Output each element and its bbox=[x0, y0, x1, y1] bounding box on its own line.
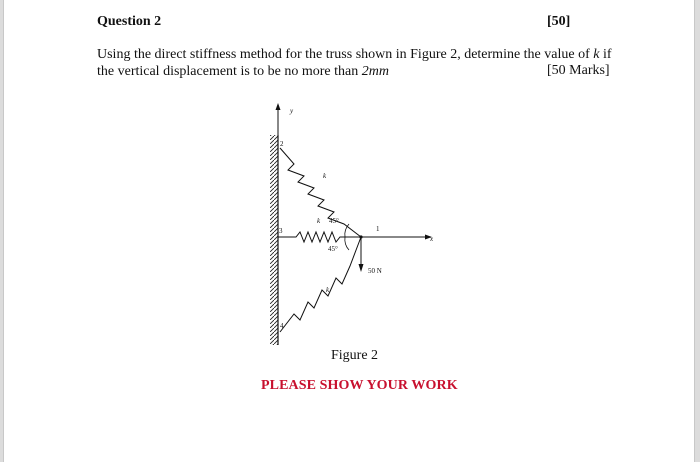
question-body: Using the direct stiffness method for th… bbox=[97, 46, 617, 80]
lower-spring bbox=[279, 236, 362, 333]
question-total-marks: [50] bbox=[547, 14, 571, 29]
y-axis-label: y bbox=[289, 107, 294, 115]
question-line-1: Using the direct stiffness method for th… bbox=[97, 46, 617, 63]
question-line-2: the vertical displacement is to be no mo… bbox=[97, 63, 617, 80]
question-title: Question 2 bbox=[97, 14, 162, 29]
angle-upper-arc bbox=[344, 223, 350, 238]
angle-upper-label: 45° bbox=[329, 217, 339, 225]
question-marks-inline: [50 Marks] bbox=[547, 63, 610, 78]
node-3-label: 3 bbox=[279, 227, 283, 235]
angle-lower-arc bbox=[344, 236, 350, 251]
angle-lower-label: 45° bbox=[328, 245, 338, 253]
x-axis-arrow bbox=[425, 234, 432, 240]
node-2-label: 2 bbox=[280, 140, 284, 148]
node-4-label: 4 bbox=[280, 322, 284, 330]
y-axis-arrow bbox=[275, 103, 281, 110]
variable-k: k bbox=[593, 47, 600, 62]
load-arrow-head bbox=[358, 264, 364, 272]
x-axis-label: x bbox=[429, 235, 434, 243]
show-work-note: PLEASE SHOW YOUR WORK bbox=[261, 378, 458, 393]
middle-spring bbox=[278, 230, 361, 244]
fixed-wall-hatch bbox=[270, 135, 278, 345]
truss-figure: y x 2 3 4 1 45° 45° k k k 50 N bbox=[270, 103, 434, 345]
spring-upper-k-label: k bbox=[323, 172, 327, 180]
node-1-label: 1 bbox=[376, 225, 380, 233]
question-line-1-end: if bbox=[599, 47, 612, 62]
spring-middle-k-label: k bbox=[317, 217, 321, 225]
question-line-1-text: Using the direct stiffness method for th… bbox=[97, 47, 594, 62]
upper-spring bbox=[279, 147, 362, 238]
load-label: 50 N bbox=[368, 267, 382, 275]
question-line-2-text: the vertical displacement is to be no mo… bbox=[97, 64, 362, 79]
document-page: Question 2 [50] Using the direct stiffne… bbox=[3, 0, 695, 462]
figure-caption: Figure 2 bbox=[331, 348, 379, 363]
displacement-unit: mm bbox=[368, 64, 389, 79]
spring-lower-k-label: k bbox=[326, 286, 330, 294]
displacement-value: 2 bbox=[361, 64, 369, 79]
